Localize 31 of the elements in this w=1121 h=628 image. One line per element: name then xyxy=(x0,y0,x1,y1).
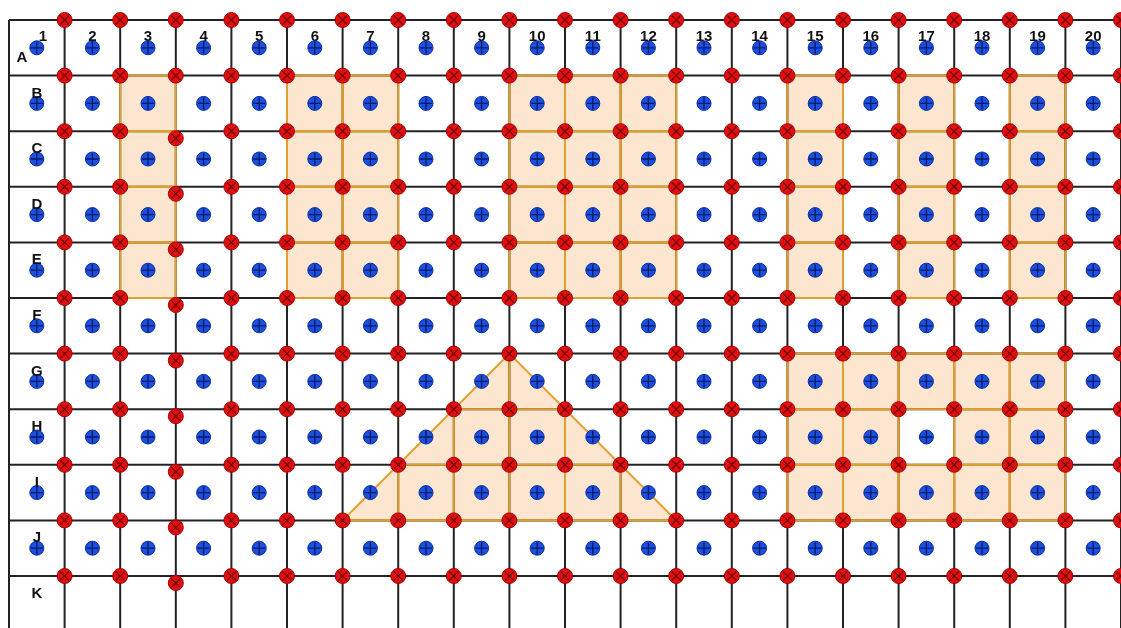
row-letter: J xyxy=(32,528,41,544)
column-number: 20 xyxy=(1084,27,1102,43)
column-number: 10 xyxy=(528,27,546,43)
column-number: 3 xyxy=(143,27,153,43)
row-letter: F xyxy=(32,306,42,322)
column-number: 12 xyxy=(640,27,657,43)
column-number: 6 xyxy=(310,27,319,43)
column-number: 19 xyxy=(1029,27,1046,43)
column-number: 4 xyxy=(199,27,208,43)
row-letter: K xyxy=(31,584,43,600)
row-letter: G xyxy=(30,362,43,378)
column-number: 11 xyxy=(584,27,601,43)
column-number: 15 xyxy=(806,27,824,43)
row-letter: B xyxy=(31,84,43,100)
column-number: 14 xyxy=(751,27,768,43)
row-letter: C xyxy=(31,139,43,155)
row-letter: H xyxy=(31,417,43,433)
row-letter: A xyxy=(16,48,28,64)
column-number: 7 xyxy=(366,27,375,43)
column-number: 17 xyxy=(918,27,935,43)
column-number: 18 xyxy=(973,27,991,43)
column-number: 1 xyxy=(38,27,47,43)
row-letter: E xyxy=(31,250,42,266)
column-number: 16 xyxy=(862,27,880,43)
column-number: 8 xyxy=(421,27,431,43)
row-letter: I xyxy=(34,473,39,489)
column-number: 13 xyxy=(695,27,713,43)
column-number: 5 xyxy=(255,27,264,43)
column-number: 2 xyxy=(88,27,97,43)
row-letter: D xyxy=(31,195,43,211)
column-number: 9 xyxy=(477,27,486,43)
